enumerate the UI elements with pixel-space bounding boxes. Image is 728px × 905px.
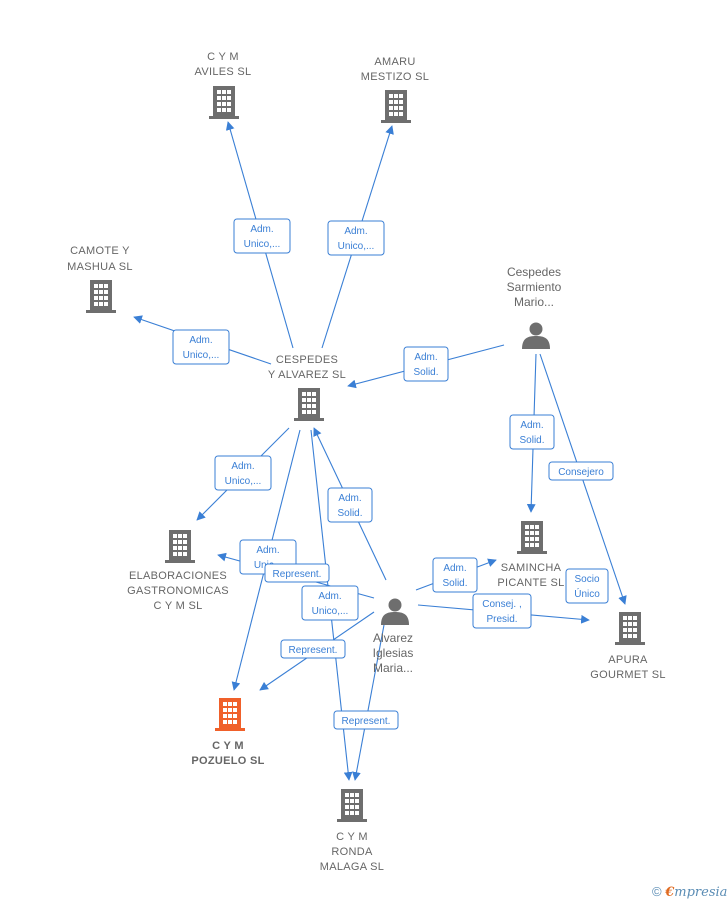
svg-text:AVILES SL: AVILES SL bbox=[195, 66, 252, 78]
company-node-elaboraciones[interactable]: ELABORACIONES GASTRONOMICAS C Y M SL bbox=[127, 530, 229, 612]
svg-text:MASHUA SL: MASHUA SL bbox=[67, 261, 133, 273]
badge-consej-presid-apura[interactable]: Consej. , Presid. bbox=[472, 593, 532, 629]
svg-text:Represent.: Represent. bbox=[289, 645, 338, 656]
svg-text:Adm.: Adm. bbox=[318, 591, 341, 602]
badge-adm-unico-elaboraciones[interactable]: Adm. Unico,... bbox=[214, 455, 272, 491]
svg-text:Adm.: Adm. bbox=[414, 352, 437, 363]
badge-adm-solid-samincha-mario[interactable]: Adm. Solid. bbox=[509, 414, 555, 450]
svg-text:Represent.: Represent. bbox=[342, 716, 391, 727]
svg-text:C Y M: C Y M bbox=[207, 51, 239, 63]
person-icon bbox=[522, 322, 550, 349]
badge-represent-ronda[interactable]: Represent. bbox=[333, 710, 399, 730]
company-node-cym-ronda-malaga[interactable]: C Y M RONDA MALAGA SL bbox=[320, 789, 384, 873]
svg-text:Unico,...: Unico,... bbox=[244, 239, 281, 250]
svg-text:Cespedes: Cespedes bbox=[507, 265, 561, 279]
badge-adm-solid-cespedes[interactable]: Adm. Solid. bbox=[403, 346, 449, 382]
svg-text:Y ALVAREZ SL: Y ALVAREZ SL bbox=[268, 369, 346, 381]
svg-text:Represent.: Represent. bbox=[273, 569, 322, 580]
svg-text:POZUELO SL: POZUELO SL bbox=[191, 755, 264, 767]
svg-text:Mario...: Mario... bbox=[514, 295, 554, 309]
badge-adm-unico-amaru[interactable]: Adm. Unico,... bbox=[327, 220, 385, 256]
svg-text:Unico,...: Unico,... bbox=[183, 350, 220, 361]
svg-text:Adm.: Adm. bbox=[256, 545, 279, 556]
badge-socio-unico-samincha[interactable]: Socio Único bbox=[565, 568, 609, 604]
svg-text:Unico,...: Unico,... bbox=[338, 241, 375, 252]
svg-text:Unico,...: Unico,... bbox=[225, 476, 262, 487]
svg-text:Maria...: Maria... bbox=[373, 661, 413, 675]
building-icon bbox=[86, 280, 116, 313]
badge-represent-pozuelo[interactable]: Represent. bbox=[280, 639, 346, 659]
svg-text:Consejero: Consejero bbox=[558, 467, 604, 478]
badge-adm-solid-maria-cespedes[interactable]: Adm. Solid. bbox=[327, 487, 373, 523]
svg-text:CESPEDES: CESPEDES bbox=[276, 354, 338, 366]
badge-consejero-apura[interactable]: Consejero bbox=[548, 461, 614, 481]
svg-text:Solid.: Solid. bbox=[337, 508, 362, 519]
svg-text:Solid.: Solid. bbox=[413, 367, 438, 378]
svg-text:Solid.: Solid. bbox=[519, 435, 544, 446]
company-node-cym-aviles[interactable]: C Y M AVILES SL bbox=[195, 51, 252, 119]
svg-text:Adm.: Adm. bbox=[520, 420, 543, 431]
company-node-camote-mashua[interactable]: CAMOTE Y MASHUA SL bbox=[67, 245, 133, 313]
svg-text:Unico,...: Unico,... bbox=[312, 606, 349, 617]
svg-text:PICANTE SL: PICANTE SL bbox=[497, 577, 564, 589]
company-node-cym-pozuelo[interactable]: C Y M POZUELO SL bbox=[191, 698, 264, 767]
svg-text:Solid.: Solid. bbox=[442, 578, 467, 589]
svg-text:Adm.: Adm. bbox=[231, 461, 254, 472]
svg-text:APURA: APURA bbox=[608, 654, 648, 666]
relation-badges: Adm. Unico,... Adm. Unico,... Adm. Unico… bbox=[172, 218, 614, 730]
svg-text:RONDA: RONDA bbox=[331, 846, 373, 858]
svg-text:GASTRONOMICAS: GASTRONOMICAS bbox=[127, 585, 229, 597]
svg-text:AMARU: AMARU bbox=[374, 56, 415, 68]
svg-text:Presid.: Presid. bbox=[486, 614, 517, 625]
svg-text:MESTIZO SL: MESTIZO SL bbox=[361, 71, 429, 83]
person-node-alvarez-iglesias[interactable]: Alvarez Iglesias Maria... bbox=[373, 598, 414, 676]
svg-text:ELABORACIONES: ELABORACIONES bbox=[129, 570, 227, 582]
building-icon bbox=[381, 90, 411, 123]
svg-text:Alvarez: Alvarez bbox=[373, 631, 413, 645]
svg-text:MALAGA SL: MALAGA SL bbox=[320, 861, 384, 873]
svg-text:Único: Único bbox=[574, 587, 600, 600]
badge-adm-unico-aviles[interactable]: Adm. Unico,... bbox=[233, 218, 291, 254]
company-node-samincha-picante[interactable]: SAMINCHA PICANTE SL bbox=[497, 521, 564, 589]
building-icon-focus bbox=[215, 698, 245, 731]
brand-logo[interactable]: €mpresia bbox=[665, 885, 728, 900]
person-icon bbox=[381, 598, 409, 625]
edge-maria-to-ronda bbox=[352, 624, 385, 781]
svg-text:GOURMET SL: GOURMET SL bbox=[590, 669, 666, 681]
svg-text:Adm.: Adm. bbox=[443, 563, 466, 574]
svg-text:C Y M: C Y M bbox=[336, 831, 368, 843]
svg-text:C Y M SL: C Y M SL bbox=[153, 600, 202, 612]
copyright-symbol: © bbox=[652, 884, 662, 899]
building-icon bbox=[294, 388, 324, 421]
company-node-apura-gourmet[interactable]: APURA GOURMET SL bbox=[590, 612, 666, 681]
badge-adm-solid-samincha-maria[interactable]: Adm. Solid. bbox=[432, 557, 478, 593]
building-icon bbox=[517, 521, 547, 554]
svg-text:Adm.: Adm. bbox=[189, 335, 212, 346]
svg-text:Adm.: Adm. bbox=[338, 493, 361, 504]
building-icon bbox=[615, 612, 645, 645]
svg-text:Socio: Socio bbox=[574, 574, 599, 585]
svg-text:Iglesias: Iglesias bbox=[373, 646, 414, 660]
badge-adm-unico-ronda[interactable]: Adm. Unico,... bbox=[301, 585, 359, 621]
badge-represent-elaboraciones[interactable]: Represent. bbox=[264, 563, 330, 583]
svg-text:CAMOTE Y: CAMOTE Y bbox=[70, 245, 130, 257]
svg-text:Adm.: Adm. bbox=[344, 226, 367, 237]
brand-footer: © €mpresia bbox=[652, 884, 727, 900]
svg-text:Adm.: Adm. bbox=[250, 224, 273, 235]
building-icon bbox=[337, 789, 367, 822]
svg-text:SAMINCHA: SAMINCHA bbox=[501, 562, 562, 574]
badge-adm-unico-camote[interactable]: Adm. Unico,... bbox=[172, 329, 230, 365]
company-node-amaru-mestizo[interactable]: AMARU MESTIZO SL bbox=[361, 56, 429, 123]
svg-text:C Y M: C Y M bbox=[212, 740, 244, 752]
company-node-cespedes-alvarez[interactable]: CESPEDES Y ALVAREZ SL bbox=[268, 354, 346, 421]
svg-text:Consej. ,: Consej. , bbox=[482, 599, 521, 610]
person-node-cespedes-sarmiento[interactable]: Cespedes Sarmiento Mario... bbox=[507, 265, 562, 349]
svg-text:Sarmiento: Sarmiento bbox=[507, 280, 562, 294]
building-icon bbox=[165, 530, 195, 563]
building-icon bbox=[209, 86, 239, 119]
nodes: C Y M AVILES SL AMARU MESTIZO SL CAMOTE … bbox=[67, 51, 666, 873]
